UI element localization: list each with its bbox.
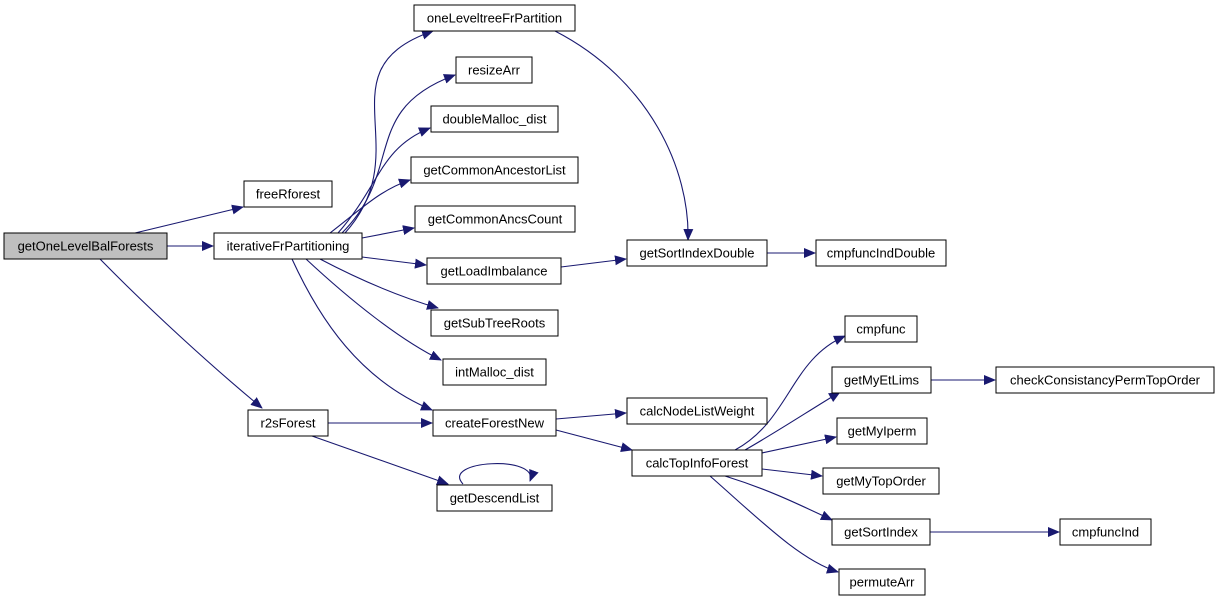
edge-iterativeFrPartitioning-resizeArr (341, 74, 456, 234)
node-label: oneLeveltreeFrPartition (427, 11, 562, 26)
node-createForestNew[interactable]: createForestNew (432, 409, 557, 437)
edge-getOneLevelBalForests-r2sForest (99, 258, 263, 409)
edge-iterativeFrPartitioning-oneLeveltreeFrPartition (344, 29, 434, 234)
node-getMyEtLims[interactable]: getMyEtLims (831, 366, 932, 394)
edge-iterativeFrPartitioning-createForestNew (291, 258, 433, 411)
edge-iterativeFrPartitioning-getSubTreeRoots (319, 258, 439, 310)
node-label: createForestNew (445, 416, 545, 431)
node-getSubTreeRoots[interactable]: getSubTreeRoots (430, 309, 559, 337)
edge-getOneLevelBalForests-freeRforest (134, 204, 244, 234)
node-label: getLoadImbalance (441, 264, 548, 279)
node-getSortIndexDouble[interactable]: getSortIndexDouble (626, 239, 768, 267)
node-label: getSubTreeRoots (444, 316, 546, 331)
node-doubleMalloc_dist[interactable]: doubleMalloc_dist (430, 105, 559, 133)
edge-calcTopInfoForest-getSortIndex (724, 475, 833, 521)
node-label: cmpfuncInd (1072, 525, 1139, 540)
node-iterativeFrPartitioning[interactable]: iterativeFrPartitioning (213, 232, 363, 260)
node-calcNodeListWeight[interactable]: calcNodeListWeight (626, 397, 768, 425)
node-getSortIndex[interactable]: getSortIndex (831, 518, 931, 546)
edge-r2sForest-getDescendList (311, 435, 449, 486)
node-label: permuteArr (849, 575, 915, 590)
node-cmpfuncIndDouble[interactable]: cmpfuncIndDouble (815, 239, 947, 267)
node-getOneLevelBalForests[interactable]: getOneLevelBalForests (3, 232, 168, 260)
node-getMyTopOrder[interactable]: getMyTopOrder (822, 467, 940, 495)
node-label: getSortIndex (844, 525, 918, 540)
node-label: getSortIndexDouble (640, 246, 755, 261)
node-permuteArr[interactable]: permuteArr (838, 568, 926, 596)
edge-createForestNew-calcNodeListWeight (555, 408, 627, 420)
edge-getDescendList-self (459, 463, 539, 485)
node-label: getCommonAncsCount (428, 212, 563, 227)
edge-iterativeFrPartitioning-getCommonAncsCount (361, 225, 415, 239)
node-oneLeveltreeFrPartition[interactable]: oneLeveltreeFrPartition (413, 4, 576, 32)
node-intMalloc_dist[interactable]: intMalloc_dist (442, 358, 547, 386)
edge-calcTopInfoForest-getMyEtLims (744, 391, 841, 451)
edge-calcTopInfoForest-permuteArr (709, 475, 839, 574)
node-label: doubleMalloc_dist (442, 112, 546, 127)
node-freeRforest[interactable]: freeRforest (243, 180, 333, 208)
node-label: checkConsistancyPermTopOrder (1010, 373, 1201, 388)
edge-iterativeFrPartitioning-getCommonAncestorList (329, 178, 411, 234)
node-getMyIperm[interactable]: getMyIperm (836, 417, 928, 445)
node-label: getMyTopOrder (836, 474, 926, 489)
node-label: getCommonAncestorList (423, 163, 566, 178)
node-label: intMalloc_dist (455, 365, 534, 380)
node-cmpfunc[interactable]: cmpfunc (844, 315, 918, 343)
node-label: iterativeFrPartitioning (227, 239, 350, 254)
edge-iterativeFrPartitioning-getLoadImbalance (361, 256, 427, 269)
edge-getLoadImbalance-getSortIndexDouble (560, 255, 627, 268)
edge-oneLeveltreeFrPartition-getSortIndexDouble (554, 30, 694, 241)
node-getCommonAncestorList[interactable]: getCommonAncestorList (410, 156, 579, 184)
edge-createForestNew-calcTopInfoForest (555, 429, 633, 453)
node-label: getMyEtLims (844, 373, 920, 388)
node-label: resizeArr (468, 63, 521, 78)
node-label: getMyIperm (848, 424, 917, 439)
edge-calcTopInfoForest-getMyTopOrder (761, 468, 823, 480)
node-getCommonAncsCount[interactable]: getCommonAncsCount (414, 205, 576, 233)
edges (99, 29, 1060, 574)
node-checkConsistancyPermTopOrder[interactable]: checkConsistancyPermTopOrder (995, 366, 1215, 394)
edge-calcTopInfoForest-getMyIperm (761, 434, 837, 454)
node-label: cmpfuncIndDouble (827, 246, 935, 261)
node-label: calcNodeListWeight (640, 404, 755, 419)
node-label: r2sForest (261, 416, 316, 431)
node-label: getDescendList (450, 491, 540, 506)
node-label: getOneLevelBalForests (18, 239, 154, 254)
node-getLoadImbalance[interactable]: getLoadImbalance (426, 257, 562, 285)
edge-calcTopInfoForest-cmpfunc (734, 335, 846, 451)
node-cmpfuncInd[interactable]: cmpfuncInd (1059, 518, 1152, 546)
node-getDescendList[interactable]: getDescendList (436, 484, 553, 512)
node-label: calcTopInfoForest (646, 456, 749, 471)
edge-iterativeFrPartitioning-intMalloc_dist (305, 258, 442, 361)
node-label: freeRforest (256, 187, 321, 202)
node-r2sForest[interactable]: r2sForest (247, 409, 329, 437)
node-label: cmpfunc (856, 322, 906, 337)
node-resizeArr[interactable]: resizeArr (455, 56, 533, 84)
node-calcTopInfoForest[interactable]: calcTopInfoForest (631, 449, 763, 477)
nodes: getOneLevelBalForests freeRforest iterat… (3, 4, 1215, 596)
